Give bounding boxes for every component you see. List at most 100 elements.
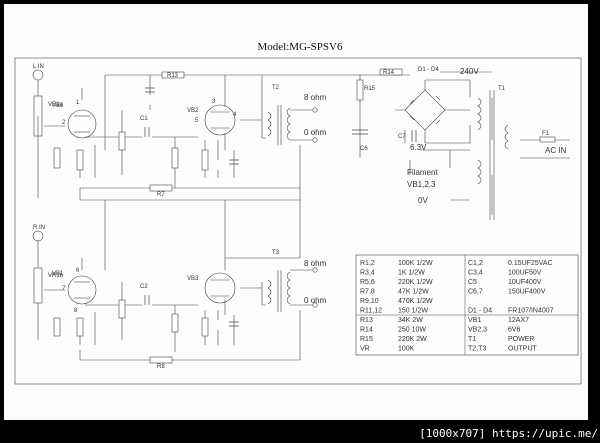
left-input-label: L IN: [33, 64, 44, 70]
parts-table-cell: R15: [360, 336, 373, 343]
parts-table-cell: 47K 1/2W: [398, 289, 429, 296]
parts-table-cell: 150UF400V: [508, 289, 546, 296]
drawing-border: [14, 57, 582, 385]
right-vr-label: VR1b: [48, 273, 64, 279]
capacitors: [144, 87, 417, 327]
pin-7: 7: [62, 286, 66, 292]
pin-5: 5: [195, 118, 199, 124]
tube-vb2-label: VB2: [187, 108, 199, 114]
parts-table-cell: 250 10W: [398, 327, 426, 334]
filament-label: Filament: [407, 168, 438, 177]
parts-table-cell: C6,7: [468, 289, 483, 296]
pin-3: 3: [212, 99, 216, 105]
parts-table-cell: R11,12: [360, 308, 382, 315]
parts-table-cell: VB1: [468, 317, 481, 324]
parts-table-cell: T2,T3: [468, 346, 486, 353]
tube-vb2: [204, 104, 236, 136]
r13-label: R13: [167, 73, 179, 79]
parts-table-cell: C1,2: [468, 260, 483, 267]
r7-label: R7: [157, 192, 165, 198]
pin-2: 2: [62, 120, 66, 126]
r14-label: R14: [383, 70, 395, 76]
parts-table-cell: 10UF400V: [508, 279, 542, 286]
speaker-terminals: [312, 107, 318, 308]
parts-table-cell: R7,8: [360, 289, 375, 296]
parts-table-cell: 150 1/2W: [398, 308, 428, 315]
filament-tubes-label: VB1,2,3: [407, 180, 436, 189]
power-transformer-t1: [477, 90, 509, 220]
parts-table-cell: 100K 1/2W: [398, 260, 433, 267]
left-vr-label: VR1a: [48, 102, 64, 108]
parts-table: R1,2 100K 1/2W C1,2 0.15UF25VAC R3,4 1K 1/2W C…: [355, 254, 579, 356]
right-8ohm-label: 8 ohm: [304, 259, 327, 268]
paper: [4, 4, 588, 420]
right-input-label: R IN: [33, 225, 45, 231]
tube-vb3: [204, 272, 236, 304]
pin-6: 6: [76, 268, 80, 274]
parts-table-cell: 470K 1/2W: [398, 298, 433, 305]
left-8ohm-label: 8 ohm: [304, 93, 327, 102]
f1-label: F1: [542, 131, 550, 137]
tube-vb1-right: [67, 275, 97, 305]
schematic-title: Model:MG-SPSV6: [258, 41, 343, 53]
parts-table-cell: T1: [468, 336, 476, 343]
parts-table-cell: R14: [360, 327, 373, 334]
diodes-label: D1 - D4: [418, 67, 439, 73]
r15-label: R15: [364, 86, 376, 92]
c6-label: C6: [360, 146, 368, 152]
parts-table-cell: VB2,3: [468, 327, 487, 334]
parts-table-cell: C3,4: [468, 270, 483, 277]
parts-table-cell: R13: [360, 317, 373, 324]
t1-label: T1: [498, 86, 506, 92]
tube-vb1-left: [67, 109, 97, 139]
parts-table-cell: 6V6: [508, 327, 521, 334]
pin-4: 4: [233, 112, 237, 118]
output-transformer-t3: [267, 270, 291, 312]
parts-table-cell: 220K 2W: [398, 336, 427, 343]
parts-table-cell: VR: [360, 346, 370, 353]
v63-label: 6.3V: [410, 143, 427, 152]
right-0ohm-label: 0 ohm: [304, 296, 327, 305]
parts-table-cell: R3,4: [360, 270, 375, 277]
left-0ohm-label: 0 ohm: [304, 128, 327, 137]
parts-table-cell: 100UF50V: [508, 270, 542, 277]
parts-table-cell: 1K 1/2W: [398, 270, 425, 277]
tube-vb1-left-label: VB1: [52, 103, 64, 109]
v240-label: 240V: [460, 67, 479, 76]
t2-label: T2: [272, 85, 280, 91]
zero-v-label: 0V: [418, 196, 428, 205]
ac-in-label: AC IN: [545, 146, 567, 155]
tube-vb3-label: VB3: [187, 276, 199, 282]
parts-table-cell: D1 - D4: [468, 308, 492, 315]
c1-label: C1: [140, 116, 148, 122]
parts-table-cell: 12AX7: [508, 317, 529, 324]
tube-vb1-right-label: VB1: [52, 271, 64, 277]
parts-table-cell: FR107/IN4007: [508, 308, 554, 315]
parts-table-cell: 100K: [398, 346, 415, 353]
c7-label: C7: [398, 134, 406, 140]
left-volume-pot: [33, 95, 43, 137]
bridge-rectifier: [404, 89, 446, 131]
parts-table-cell: R1,2: [360, 260, 375, 267]
fuse-f1: [539, 136, 556, 143]
watermark: [1000x707] https://upic.me/: [419, 427, 598, 440]
parts-table-cell: POWER: [508, 336, 534, 343]
parts-table-cell: 0.15UF25VAC: [508, 260, 553, 267]
r8-label: R8: [157, 364, 165, 370]
right-volume-pot: [33, 267, 43, 304]
right-input-jack: [32, 230, 44, 242]
left-input-jack: [32, 69, 44, 81]
c2-label: C2: [140, 284, 148, 290]
parts-table-cell: R9,10: [360, 298, 379, 305]
parts-table-cell: C5: [468, 279, 477, 286]
output-transformer-t2: [267, 105, 291, 145]
pin-8: 8: [74, 308, 78, 314]
resistors: [53, 68, 403, 364]
t3-label: T3: [272, 250, 280, 256]
parts-table-cell: OUTPUT: [508, 346, 538, 353]
pin-1: 1: [76, 100, 80, 106]
parts-table-cell: 34K 2W: [398, 317, 423, 324]
parts-table-cell: R5,6: [360, 279, 375, 286]
parts-table-cell: 220K 1/2W: [398, 279, 433, 286]
